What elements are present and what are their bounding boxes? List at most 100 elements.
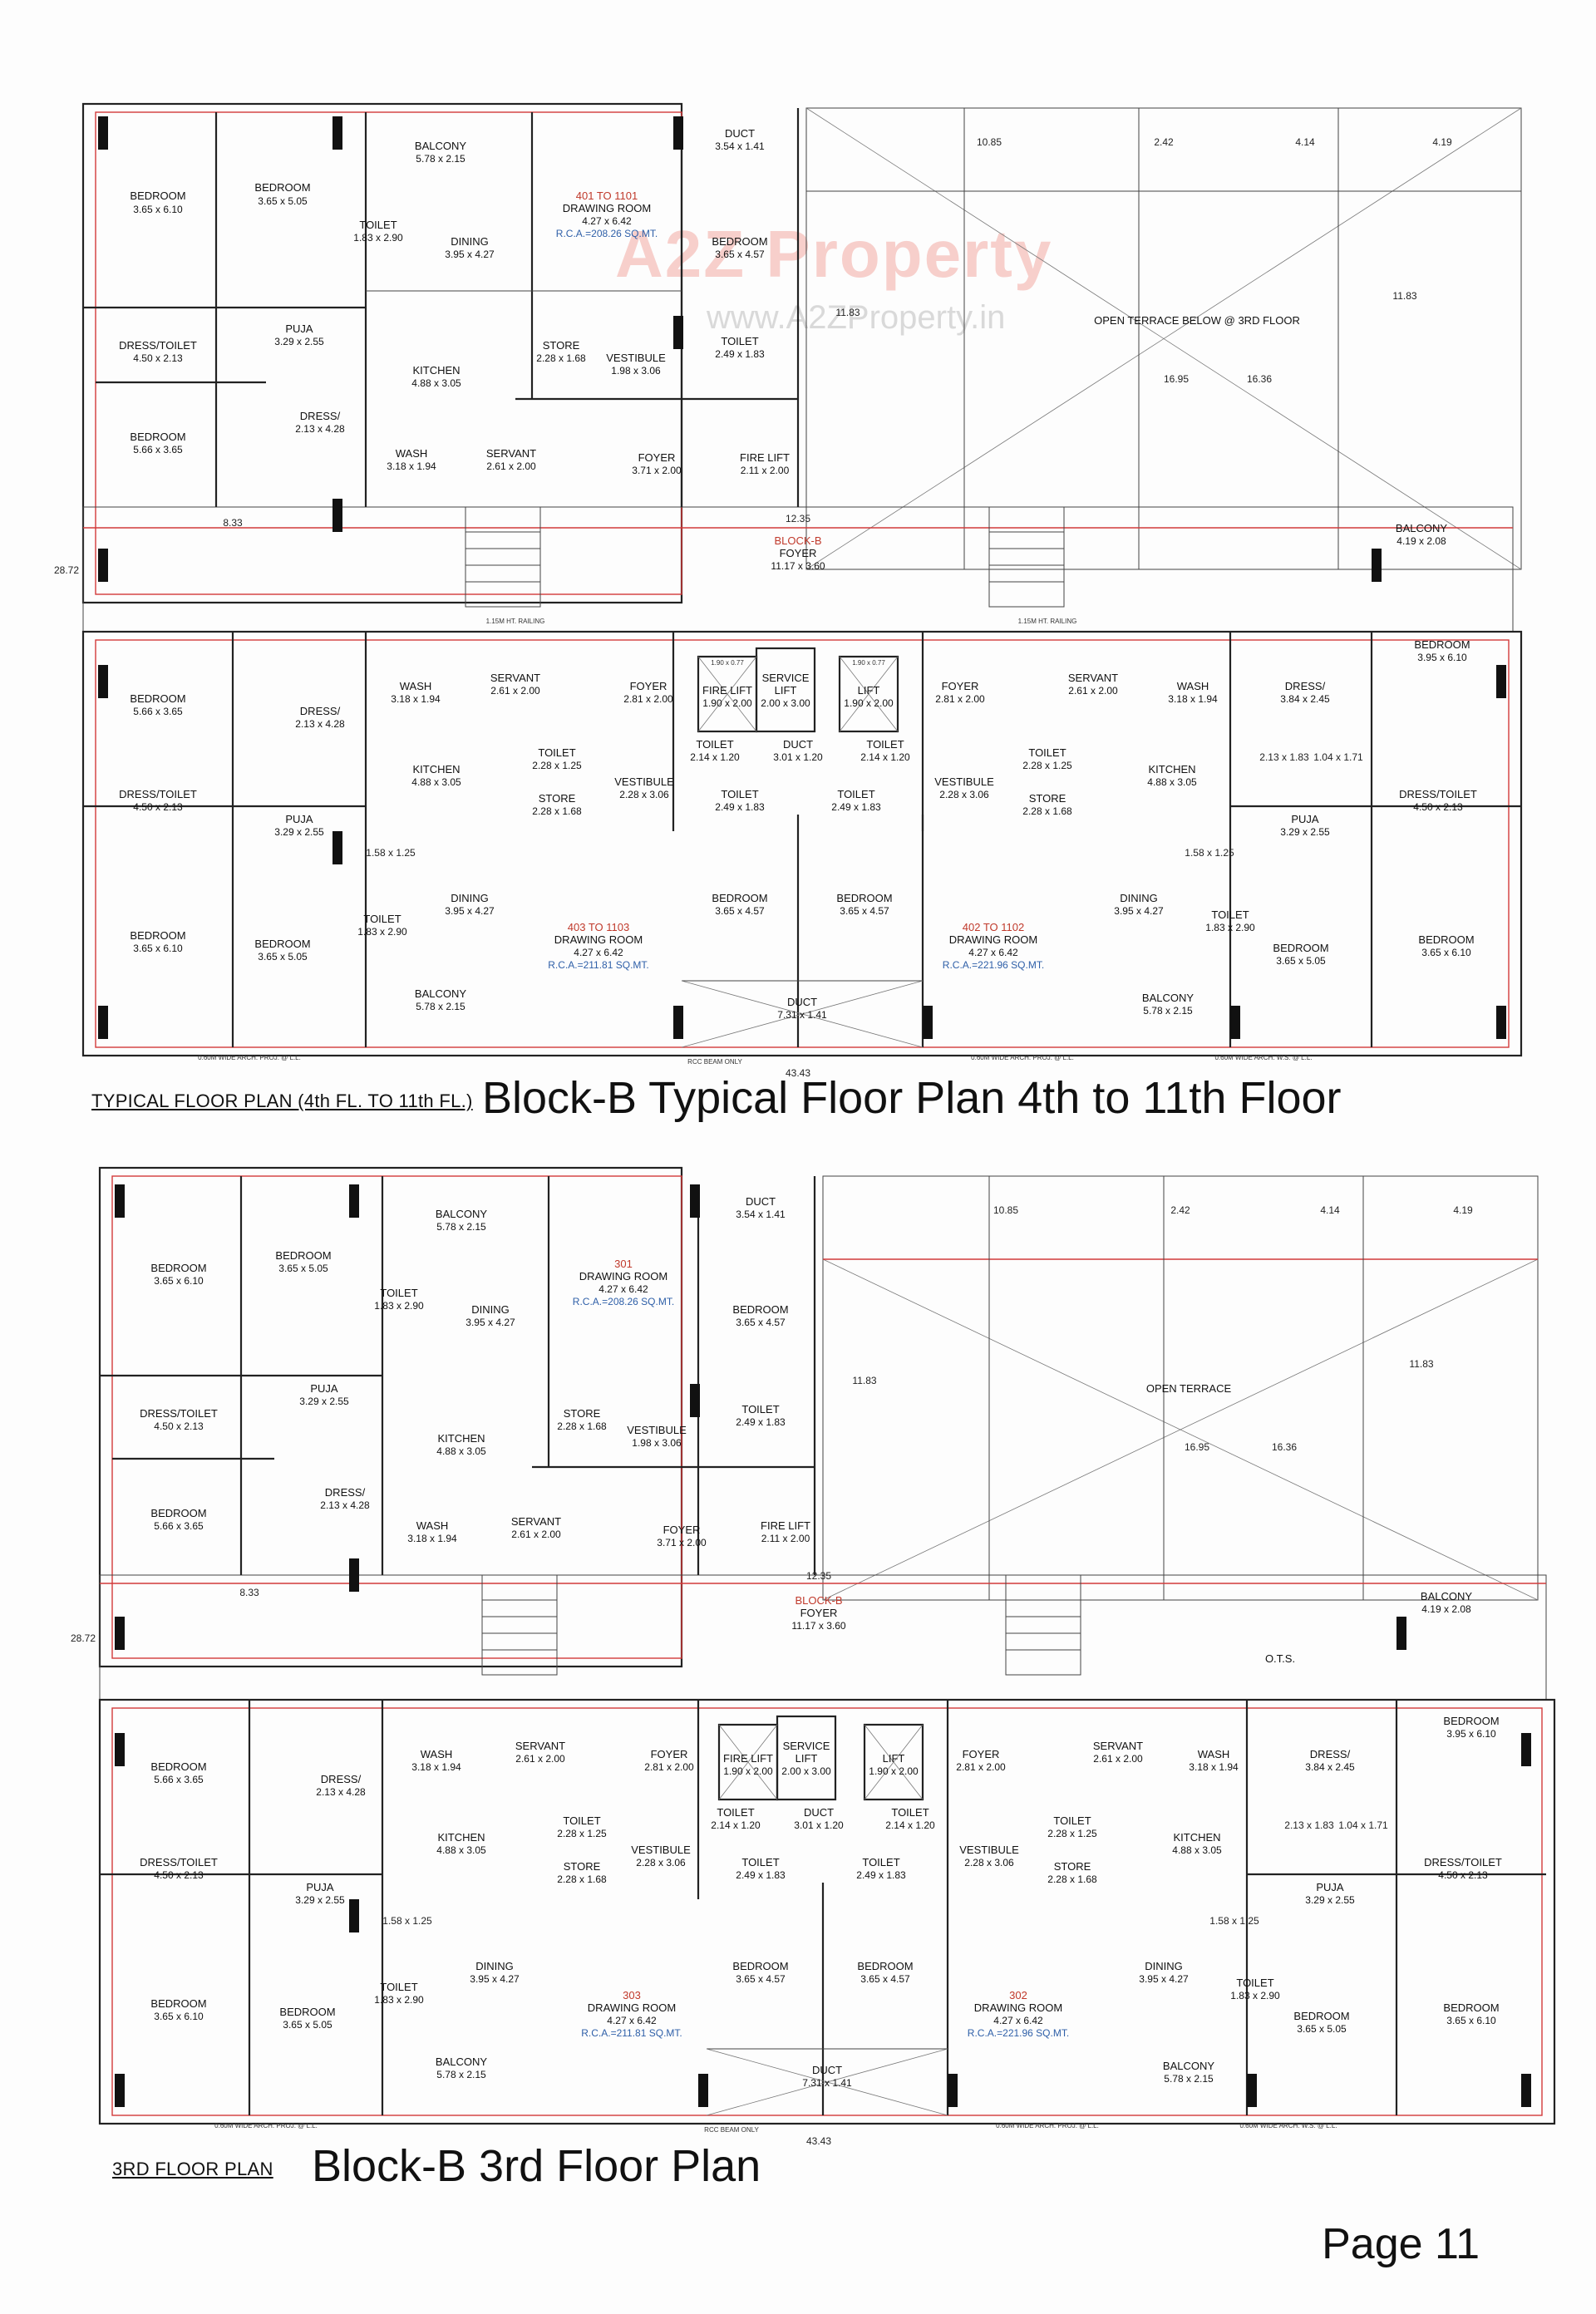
plan-text-label: SERVICE — [783, 1740, 830, 1752]
plan-text-label: STORE — [539, 792, 576, 805]
plan-text-label: 3.01 x 1.20 — [794, 1819, 844, 1831]
plan-text-label: DRAWING ROOM — [563, 202, 651, 214]
plan-text-label: TOILET — [380, 1981, 417, 1993]
plan-text-label: 1.83 x 2.90 — [1205, 922, 1255, 933]
plan-text-label: FOYER — [800, 1607, 838, 1619]
plan-text-label: DUCT — [746, 1195, 776, 1208]
plan-text-label: 5.66 x 3.65 — [154, 1520, 204, 1532]
plan-text-label: BEDROOM — [732, 1303, 788, 1316]
plan-text-label: 301 — [614, 1258, 633, 1270]
plan-text-label: FOYER — [963, 1748, 1000, 1760]
plan-text-label: 3.65 x 4.57 — [840, 905, 889, 917]
plan-text-label: 8.33 — [239, 1587, 259, 1598]
plan-text-label: 4.88 x 3.05 — [1172, 1844, 1222, 1856]
plan-text-label: BEDROOM — [130, 929, 185, 942]
plan-text-label: TOILET — [721, 788, 758, 800]
plan-text-label: 11.83 — [1392, 290, 1416, 302]
plan-text-label: 1.90 x 2.00 — [723, 1765, 773, 1777]
plan-text-label: VESTIBULE — [959, 1844, 1019, 1856]
plan-text-label: 3.71 x 2.00 — [632, 465, 682, 476]
plan-text-label: 3.65 x 5.05 — [1276, 955, 1326, 967]
plan-text-label: 1.15M HT. RAILING — [486, 618, 545, 625]
plan-text-label: 1.58 x 1.25 — [382, 1915, 432, 1927]
plan-text-label: 3.95 x 4.27 — [1139, 1973, 1189, 1985]
plan-text-label: DUCT — [783, 738, 813, 751]
plan-text-label: 3.95 x 4.27 — [445, 249, 495, 260]
plan-text-label: 3.54 x 1.41 — [736, 1209, 786, 1220]
plan-text-label: 3.84 x 2.45 — [1305, 1761, 1355, 1773]
plan-text-label: 1.90 x 2.00 — [844, 697, 894, 709]
plan-text-label: 3.65 x 6.10 — [133, 943, 183, 954]
plan-text-label: 3.65 x 5.05 — [283, 2019, 332, 2031]
plan-text-label: FOYER — [780, 547, 817, 559]
plan-text-label: 2.28 x 1.68 — [1022, 805, 1072, 817]
plan-text-label: DRESS/TOILET — [140, 1407, 218, 1420]
plan-text-label: DRESS/ — [300, 410, 341, 422]
plan-text-label: 2.81 x 2.00 — [623, 693, 673, 705]
plan-text-label: 2.61 x 2.00 — [490, 685, 540, 697]
typical-floor-plan: BEDROOM 3.65 x 6.10 BEDROOM 3.65 x 5.05 … — [0, 83, 1596, 1123]
plan-text-label: 3.95 x 6.10 — [1417, 652, 1467, 663]
plan-text-label: 3.95 x 4.27 — [470, 1973, 520, 1985]
plan-text-label: DRESS/ — [300, 705, 341, 717]
plan-text-label: DINING — [1145, 1960, 1183, 1972]
plan-text-label: FOYER — [638, 451, 676, 464]
plan-text-label: BEDROOM — [130, 431, 185, 443]
plan-text-label: TOILET — [866, 738, 904, 751]
terrace-label: OPEN TERRACE BELOW @ 3RD FLOOR — [1094, 314, 1300, 327]
plan-text-label: FIRE LIFT — [723, 1752, 773, 1765]
plan-text-label: 1.04 x 1.71 — [1313, 751, 1363, 763]
plan-text-label: 2.81 x 2.00 — [644, 1761, 694, 1773]
plan-text-label: 3.18 x 1.94 — [1189, 1761, 1239, 1773]
plan-text-label: 2.42 — [1154, 136, 1174, 148]
plan-text-label: 4.88 x 3.05 — [1147, 776, 1197, 788]
plan-text-label: 4.19 — [1453, 1204, 1473, 1216]
plan-text-label: LIFT — [775, 684, 797, 697]
plan-text-label: DRAWING ROOM — [949, 933, 1037, 946]
plan-text-label: FOYER — [651, 1748, 688, 1760]
plan-text-label: 2.28 x 1.68 — [1047, 1873, 1097, 1885]
plan-text-label: 2.11 x 2.00 — [741, 465, 790, 476]
plan-text-label: SERVANT — [1093, 1740, 1143, 1752]
plan-text-label: TOILET — [359, 219, 397, 231]
plan-text-label: DRAWING ROOM — [588, 2001, 676, 2014]
plan-text-label: 1.83 x 2.90 — [1230, 1990, 1280, 2001]
watermark-logo: A2Z Property — [615, 217, 1053, 291]
plan-text-label: 1.04 x 1.71 — [1338, 1819, 1388, 1831]
plan-text-label: FOYER — [630, 680, 667, 692]
plan-text-label: 0.60M WIDE ARCH. W.S. @ L.L. — [1214, 1054, 1312, 1061]
plan-text-label: 7.31 x 1.41 — [802, 2077, 852, 2089]
plan-text-label: 3.29 x 2.55 — [274, 336, 324, 347]
plan-text-label: 3.71 x 2.00 — [657, 1537, 707, 1548]
plan-text-label: TOILET — [1053, 1814, 1091, 1827]
plan-text-label: 4.27 x 6.42 — [968, 947, 1018, 958]
plan-text-label: BEDROOM — [1273, 942, 1328, 954]
plan-text-label: 11.83 — [1409, 1358, 1433, 1370]
plan-text-label: PUJA — [306, 1881, 334, 1893]
plan-text-label: BEDROOM — [712, 892, 767, 904]
plan-text-label: TOILET — [837, 788, 874, 800]
plan-text-label: BEDROOM — [254, 938, 310, 950]
plan-text-label: TOILET — [741, 1856, 779, 1868]
plan-text-label: 2.28 x 3.06 — [636, 1857, 686, 1868]
plan-text-label: 2.49 x 1.83 — [715, 348, 765, 360]
plan-text-label: 1.15M HT. RAILING — [1018, 618, 1077, 625]
plan-text-label: DINING — [1120, 892, 1158, 904]
plan-text-label: 2.49 x 1.83 — [715, 801, 765, 813]
plan-text-label: BALCONY — [436, 1208, 487, 1220]
plan-text-label: 402 TO 1102 — [963, 921, 1024, 933]
plan-text-label: 1.83 x 2.90 — [353, 232, 403, 244]
plan-text-label: 3.18 x 1.94 — [391, 693, 441, 705]
plan-text-label: 2.13 x 4.28 — [295, 423, 345, 435]
plan-text-label: 4.19 x 2.08 — [1421, 1603, 1471, 1615]
plan-text-label: 2.49 x 1.83 — [736, 1416, 786, 1428]
plan-text-label: DRESS/ — [1310, 1748, 1351, 1760]
plan-text-label: FOYER — [942, 680, 979, 692]
plan-text-label: PUJA — [285, 813, 313, 825]
plan-text-label: 4.50 x 2.13 — [154, 1420, 204, 1432]
plan-text-label: 8.33 — [223, 517, 243, 529]
plan-text-label: PUJA — [310, 1382, 338, 1395]
plan-text-label: 0.60M WIDE ARCH. W.S. @ L.L. — [1239, 2122, 1337, 2129]
plan-text-label: LIFT — [883, 1752, 905, 1765]
plan-text-label: TOILET — [721, 335, 758, 347]
